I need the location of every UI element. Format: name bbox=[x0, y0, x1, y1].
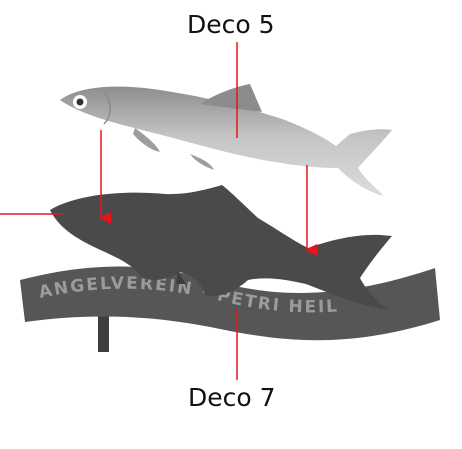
label-deco-5: Deco 5 bbox=[187, 10, 275, 39]
fish-silhouette-tail-post bbox=[176, 272, 186, 284]
label-deco-7: Deco 7 bbox=[188, 383, 276, 412]
fish-silhouette bbox=[50, 185, 392, 310]
banner-post bbox=[98, 305, 109, 352]
ribbon-banner bbox=[20, 266, 440, 341]
herring-illustration bbox=[60, 84, 392, 196]
